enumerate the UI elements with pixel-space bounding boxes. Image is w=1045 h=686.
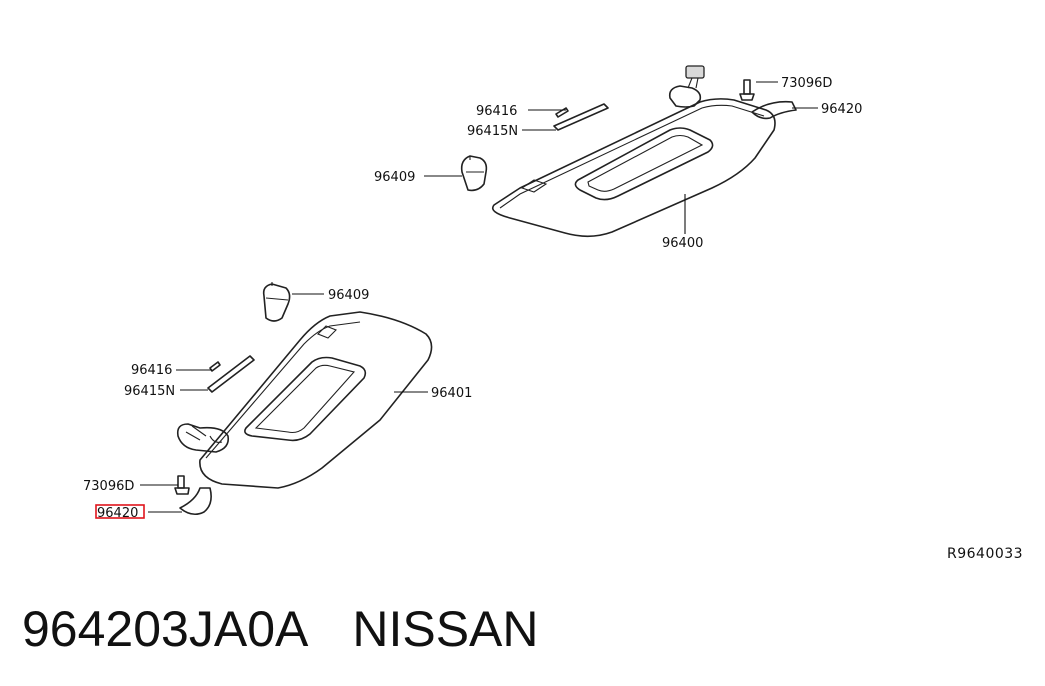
highlight-box-96420 xyxy=(95,504,145,519)
brand-name: NISSAN xyxy=(352,601,539,657)
callout-upper-96416: 96416 xyxy=(476,104,517,119)
callout-lower-96409: 96409 xyxy=(328,288,369,303)
lower-pivot-hinge xyxy=(176,423,230,453)
lower-visor-mirror xyxy=(244,356,367,442)
callout-lower-73096d: 73096D xyxy=(83,479,134,494)
upper-pivot-rod xyxy=(668,85,702,108)
callout-upper-96409: 96409 xyxy=(374,170,415,185)
upper-leader-lines xyxy=(424,81,818,234)
part-footer: 964203JA0A NISSAN xyxy=(22,594,539,664)
lower-leader-lines xyxy=(140,293,428,513)
lower-sun-visor-assembly xyxy=(174,282,433,516)
diagram-reference-code: R9640033 xyxy=(947,546,1023,562)
callout-upper-96420: 96420 xyxy=(821,102,862,117)
lower-visor-body xyxy=(199,311,433,489)
upper-cover-96420 xyxy=(751,100,797,120)
callout-lower-96416: 96416 xyxy=(131,363,172,378)
callout-lower-96401: 96401 xyxy=(431,386,472,401)
callout-upper-96415n: 96415N xyxy=(467,124,518,139)
upper-sun-visor-assembly xyxy=(460,65,797,238)
lower-cover-96420 xyxy=(179,487,212,516)
upper-clip-96409 xyxy=(460,155,488,192)
upper-visor-body xyxy=(491,98,776,238)
callout-upper-96400: 96400 xyxy=(662,236,703,251)
callout-upper-73096d: 73096D xyxy=(781,76,832,91)
callout-lower-96415n: 96415N xyxy=(124,384,175,399)
upper-visor-mirror xyxy=(574,127,714,201)
part-number: 964203JA0A xyxy=(22,601,309,657)
lower-clip-96409 xyxy=(262,283,291,322)
